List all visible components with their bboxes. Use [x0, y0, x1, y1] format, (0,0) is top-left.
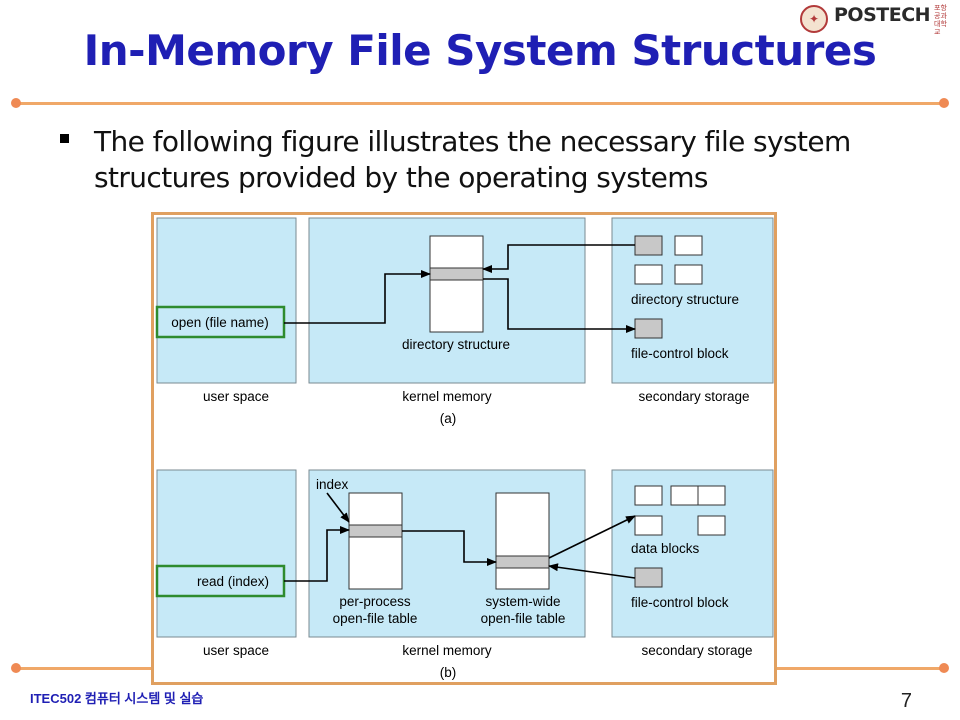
page-number: 7 [900, 690, 912, 712]
top-divider-right-dot [939, 98, 949, 108]
b-per-process-table [348, 492, 403, 590]
a-arrow-directory-to-fcb [483, 278, 636, 333]
a-user-space-label: user space [203, 389, 269, 404]
bullet-text: The following figure illustrates the nec… [94, 125, 851, 194]
bullet-square-icon [60, 134, 69, 143]
logo-text: POSTECH [834, 4, 931, 26]
a-storage-directory-block [634, 235, 663, 256]
b-system-wide-table [495, 492, 550, 590]
a-arrow-storage-to-directory [482, 244, 635, 273]
b-per-process-entry [348, 524, 403, 538]
b-arrow-system-wide-to-data-blocks [548, 515, 636, 559]
a-kernel-memory-label: kernel memory [402, 389, 492, 404]
a-kernel-directory-label: directory structure [402, 337, 510, 352]
footer-course: ITEC502 컴퓨터 시스템 및 실습 [30, 691, 204, 706]
b-arrow-per-process-to-system-wide [402, 530, 497, 566]
a-user-space-panel [156, 217, 297, 384]
b-user-space-panel [156, 469, 297, 638]
a-storage-block [674, 264, 703, 285]
a-fcb-block [634, 318, 663, 339]
b-per-process-label-1: per-process [339, 594, 411, 609]
b-data-block [697, 515, 726, 536]
a-storage-block [634, 264, 663, 285]
a-kernel-directory-entry [429, 267, 484, 281]
b-secondary-storage-label: secondary storage [641, 643, 752, 658]
slide-title: In-Memory File System Structures [83, 26, 877, 75]
b-arrow-fcb-to-system-wide [548, 563, 636, 579]
a-open-call-box [155, 305, 286, 339]
b-system-wide-label-1: system-wide [485, 594, 560, 609]
a-caption: (a) [440, 411, 457, 426]
b-data-block [634, 515, 663, 536]
a-arrow-open-to-directory [284, 270, 431, 324]
bottom-divider-right-dot [939, 663, 949, 673]
b-fcb-label: file-control block [631, 595, 729, 610]
b-kernel-memory-label: kernel memory [402, 643, 492, 658]
b-system-wide-label-2: open-file table [481, 611, 566, 626]
a-storage-block [674, 235, 703, 256]
b-user-space-label: user space [203, 643, 269, 658]
b-index-label: index [316, 477, 349, 492]
b-arrow-index-pointer [326, 492, 350, 523]
b-caption: (b) [440, 665, 457, 680]
top-divider-left-dot [11, 98, 21, 108]
university-seal-icon: ✦ [800, 5, 828, 33]
b-data-blocks-label: data blocks [631, 541, 700, 556]
bottom-divider-left-dot [11, 663, 21, 673]
b-fcb-block [634, 567, 663, 588]
b-arrow-read-to-per-process [284, 526, 350, 582]
postech-logo: ✦ POSTECH 포항공과대학교 [800, 4, 952, 36]
b-data-block [697, 485, 726, 506]
a-open-call-label: open (file name) [171, 315, 269, 330]
b-data-block [634, 485, 663, 506]
file-system-structures-figure: open (file name) directory structure dir… [151, 212, 777, 685]
b-data-block [670, 485, 699, 506]
a-kernel-directory-table [429, 235, 484, 333]
a-secondary-storage-label: secondary storage [638, 389, 749, 404]
b-per-process-label-2: open-file table [333, 611, 418, 626]
top-divider [16, 102, 944, 105]
b-read-call-label: read (index) [197, 574, 269, 589]
a-storage-directory-label: directory structure [631, 292, 739, 307]
b-read-call-box [155, 564, 286, 598]
b-system-wide-entry [495, 555, 550, 569]
logo-subtext: 포항공과대학교 [934, 5, 947, 36]
a-fcb-label: file-control block [631, 346, 729, 361]
